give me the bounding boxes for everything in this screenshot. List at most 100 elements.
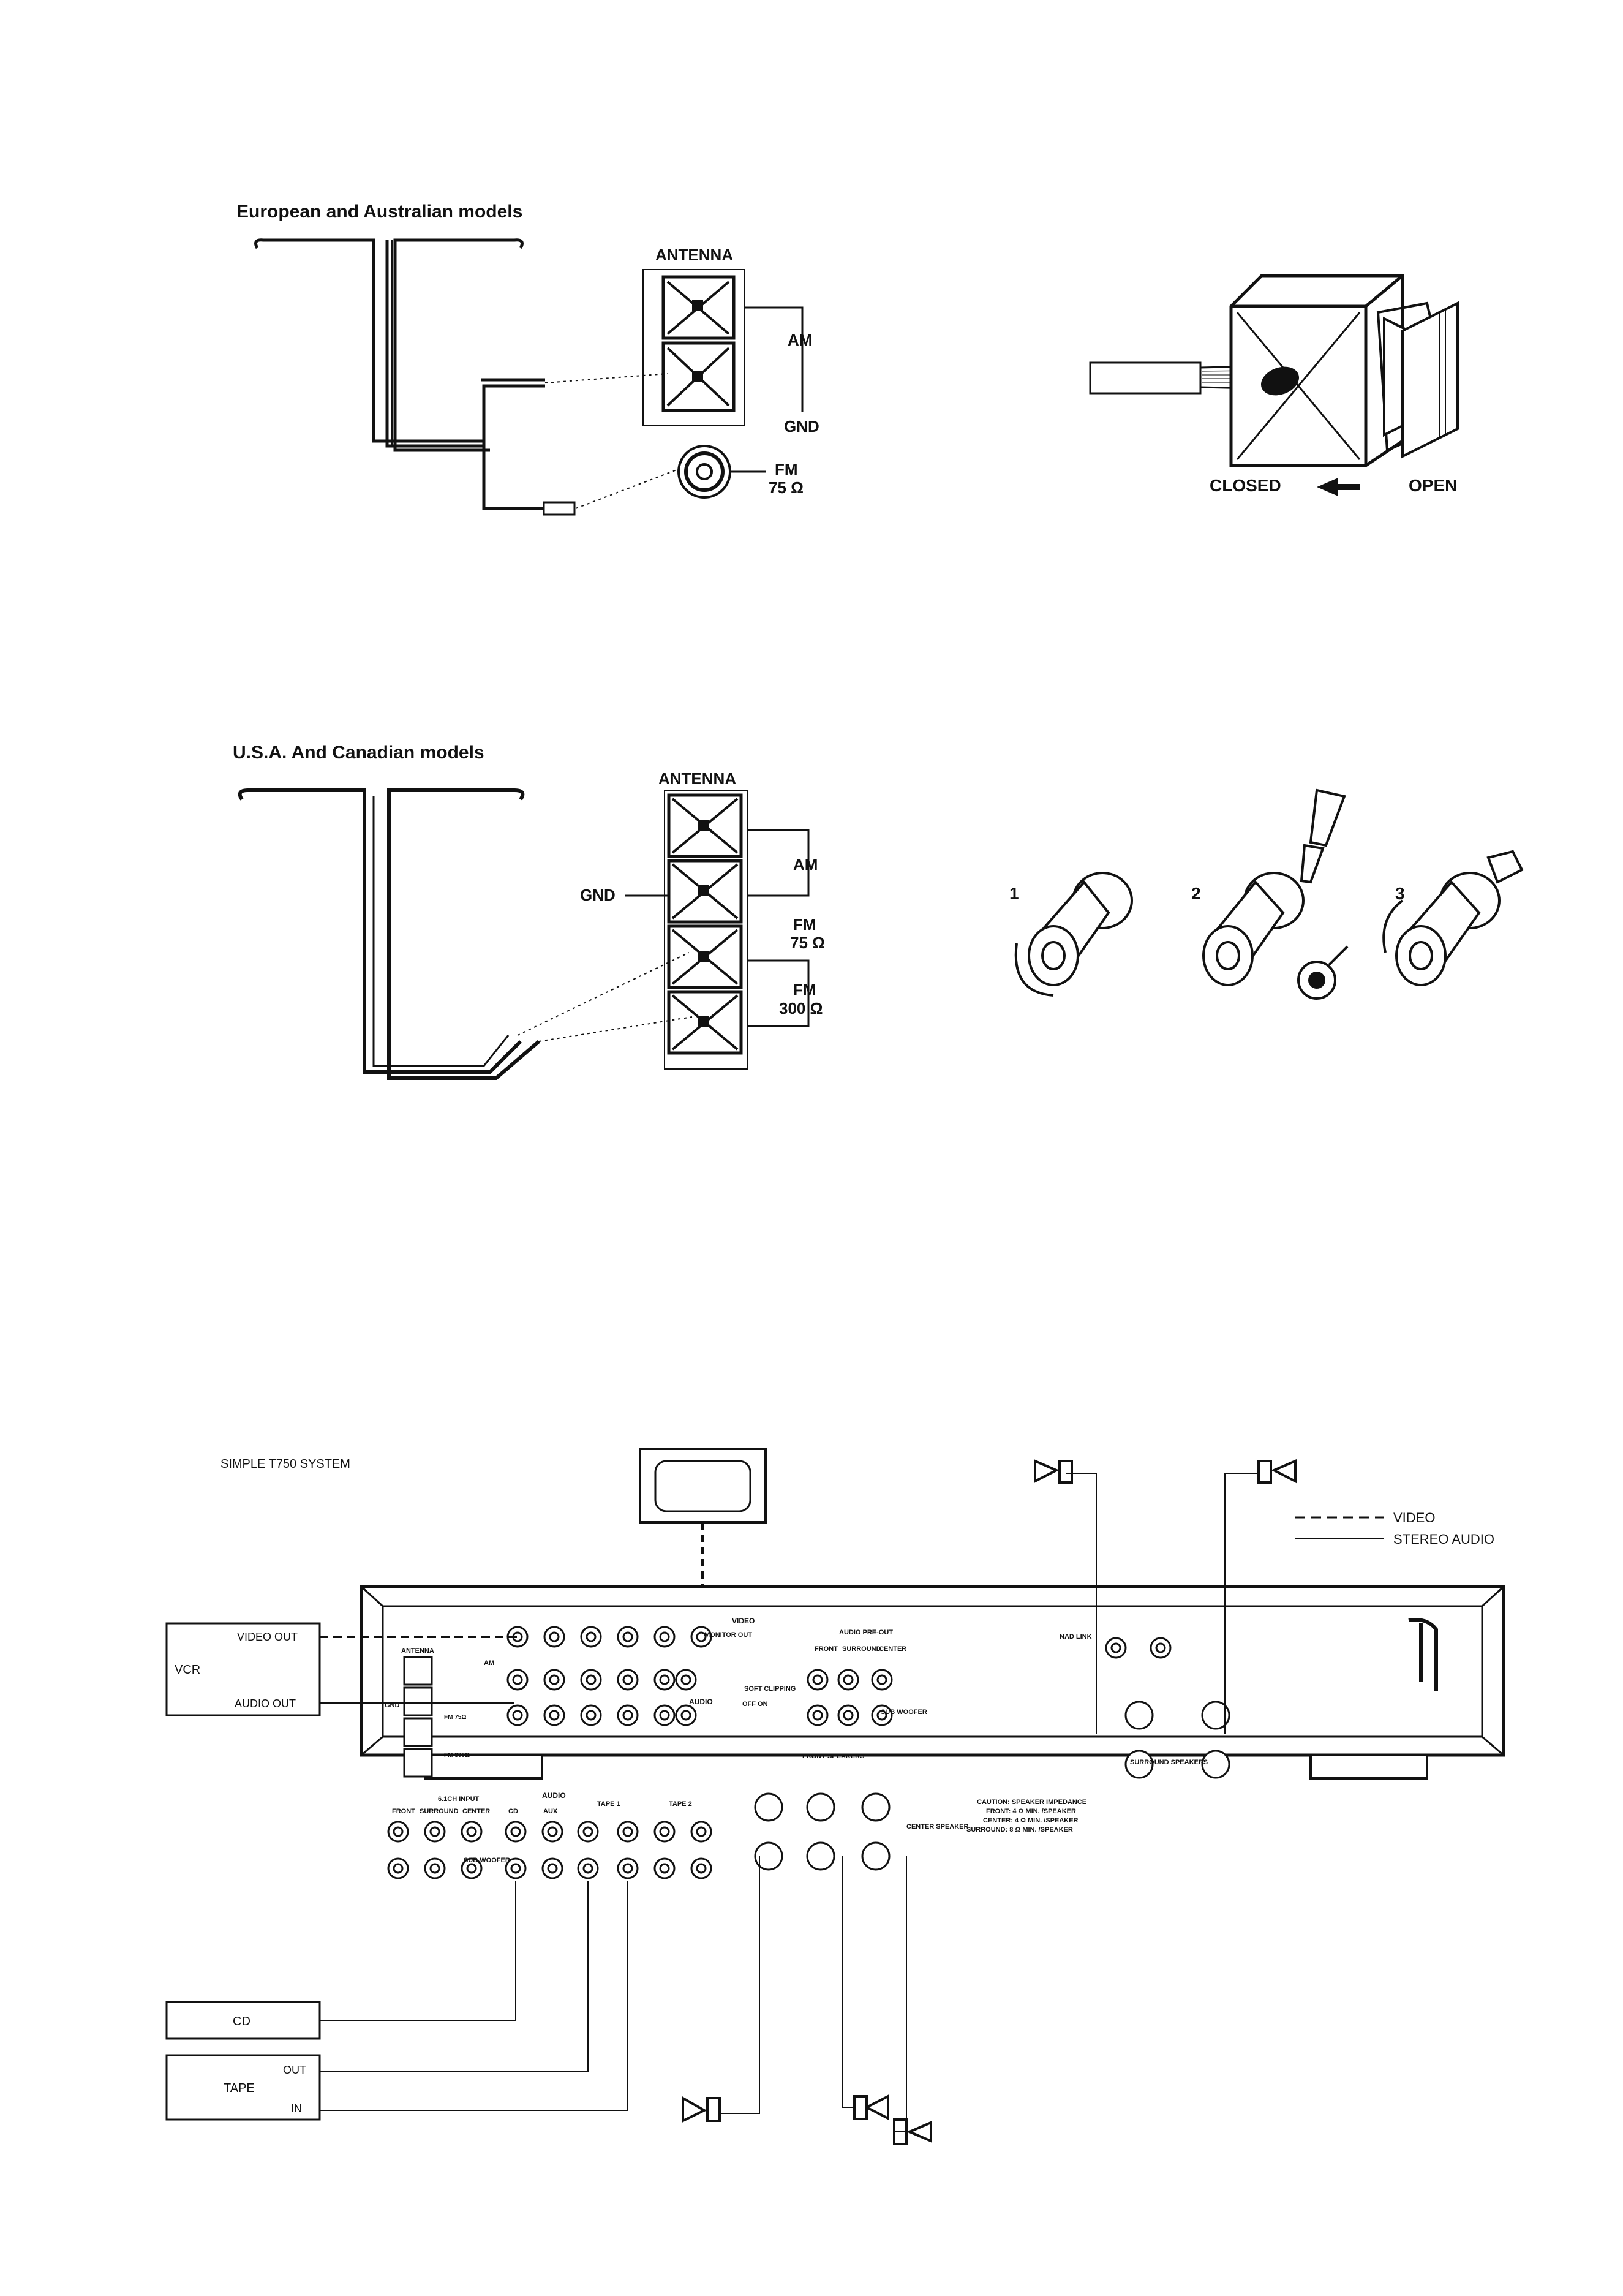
speaker-binding-post-5 [861,1841,891,1871]
input-r-jack-7 [653,1857,676,1879]
usa-am-label: AM [793,855,818,874]
panel-preout-sub-woofer-label: SUB WOOFER [881,1709,927,1716]
vcr-video-out-label: VIDEO OUT [237,1631,298,1643]
panel-audio-label: AUDIO [689,1697,713,1706]
input-r-jack-3 [505,1857,527,1879]
video-jack-1-center [549,1631,560,1642]
usa-terminal-block [664,790,748,1070]
panel-61ch-input-label: 6.1CH INPUT [438,1796,480,1803]
video-jack-2-center [586,1631,597,1642]
input-r-jack-4-center [547,1863,558,1874]
input-l-jack-5-center [582,1826,593,1837]
input-r-jack-1-center [429,1863,440,1874]
audio-l-jack-2 [580,1669,602,1691]
speaker-binding-post-4 [861,1792,891,1822]
preout-l-jack-1-center [843,1674,854,1685]
step-2-number: 2 [1191,884,1201,903]
tape-out-label: OUT [283,2064,306,2076]
european-antenna-diagram: European and Australian models ANTENNA A… [236,202,819,516]
legend-video-label: VIDEO [1393,1510,1435,1525]
input-l-jack-3 [505,1821,527,1843]
input-l-jack-4 [541,1821,563,1843]
caution-line-2: FRONT: 4 Ω MIN. /SPEAKER [986,1808,1076,1815]
audio-l-jack-0 [506,1669,529,1691]
panel-center-speaker-label: CENTER SPEAKER [906,1823,969,1830]
input-l-jack-7-center [659,1826,670,1837]
audio-l-jack-1 [543,1669,565,1691]
tape-label: TAPE [224,2082,255,2095]
preout-r-jack-1 [837,1704,859,1726]
european-gnd-label: GND [784,417,819,436]
panel-aux-jack-label: AUX [543,1808,558,1815]
speaker-binding-post-9 [1201,1750,1230,1779]
closing-arrow-icon [1317,478,1360,496]
audio-l-jack-0-center [512,1674,523,1685]
preout-r-jack-0 [807,1704,829,1726]
audio-l-extra-1 [675,1669,697,1691]
audio-r-extra-0-center [659,1710,670,1721]
usa-antenna-label: ANTENNA [658,769,736,788]
legend: VIDEO STEREO AUDIO [1295,1510,1494,1547]
input-l-jack-7 [653,1821,676,1843]
audio-r-jack-3 [617,1704,639,1726]
legend-stereo-audio-label: STEREO AUDIO [1393,1531,1494,1547]
panel-labels: ANTENNA AM GND FM 75Ω FM 300Ω MONITOR OU… [385,1617,1208,1864]
closed-label: CLOSED [1210,476,1281,495]
video-jack-4 [653,1626,676,1648]
preout-r-jack-2 [871,1704,893,1726]
input-l-jack-8-center [696,1826,707,1837]
system-title: SIMPLE T750 SYSTEM [220,1457,350,1471]
audio-l-extra-0-center [659,1674,670,1685]
usa-gnd-label: GND [580,886,616,904]
audio-r-jack-0-center [512,1710,523,1721]
input-r-jack-5-center [582,1863,593,1874]
audio-l-jack-3-center [622,1674,633,1685]
panel-input-center-label: CENTER [462,1808,490,1815]
input-r-jack-1 [424,1857,446,1879]
binding-post-step-3 [1382,850,1524,986]
wire-clip-illustration: CLOSED OPEN [1089,274,1459,496]
usa-fm300-ohm-label: 300 Ω [779,999,823,1018]
input-r-jack-8-center [696,1863,707,1874]
video-jack-1 [543,1626,565,1648]
open-label: OPEN [1409,476,1457,495]
speaker-binding-post-3 [806,1841,835,1871]
nad-link-in-jack-center [1110,1642,1121,1653]
input-r-jack-5 [577,1857,599,1879]
preout-l-jack-0 [807,1669,829,1691]
video-jack-3 [617,1626,639,1648]
panel-antenna-terminal-0 [403,1656,433,1686]
cd-player-device: CD [165,2001,321,2040]
panel-antenna-terminal-3 [403,1748,433,1778]
input-l-jack-8 [690,1821,712,1843]
panel-cd-jack-label: CD [508,1808,518,1815]
speaker-binding-post-1 [754,1841,783,1871]
preout-r-jack-1-center [843,1710,854,1721]
panel-jacks [387,1626,1230,1879]
input-l-jack-6-center [622,1826,633,1837]
panel-antenna-label: ANTENNA [401,1647,434,1655]
speaker-icons [682,1459,1297,2145]
european-models-title: European and Australian models [236,202,522,222]
panel-input-surround-label: SURROUND [420,1808,459,1815]
speaker-binding-post-7 [1124,1750,1154,1779]
input-r-jack-7-center [659,1863,670,1874]
usa-models-title: U.S.A. And Canadian models [233,742,484,763]
input-r-jack-2-center [466,1863,477,1874]
input-r-jack-0-center [393,1863,404,1874]
input-l-jack-2-center [466,1826,477,1837]
panel-off-on-label: OFF ON [742,1701,768,1708]
panel-fm300-label: FM 300Ω [444,1752,470,1759]
panel-soft-clipping-label: SOFT CLIPPING [744,1685,796,1693]
european-fm-label: FM [775,460,798,478]
audio-r-extra-1 [675,1704,697,1726]
european-fm-ohm-label: 75 Ω [769,478,804,497]
input-l-jack-4-center [547,1826,558,1837]
panel-front-speakers-label: FRONT SPEAKERS [802,1753,864,1760]
european-antenna-label: ANTENNA [655,246,733,264]
fm-dipole-antenna [238,788,540,1080]
panel-preout-surround-label: SURROUND [842,1645,881,1653]
vcr-audio-out-label: AUDIO OUT [235,1697,296,1710]
audio-r-jack-2-center [586,1710,597,1721]
